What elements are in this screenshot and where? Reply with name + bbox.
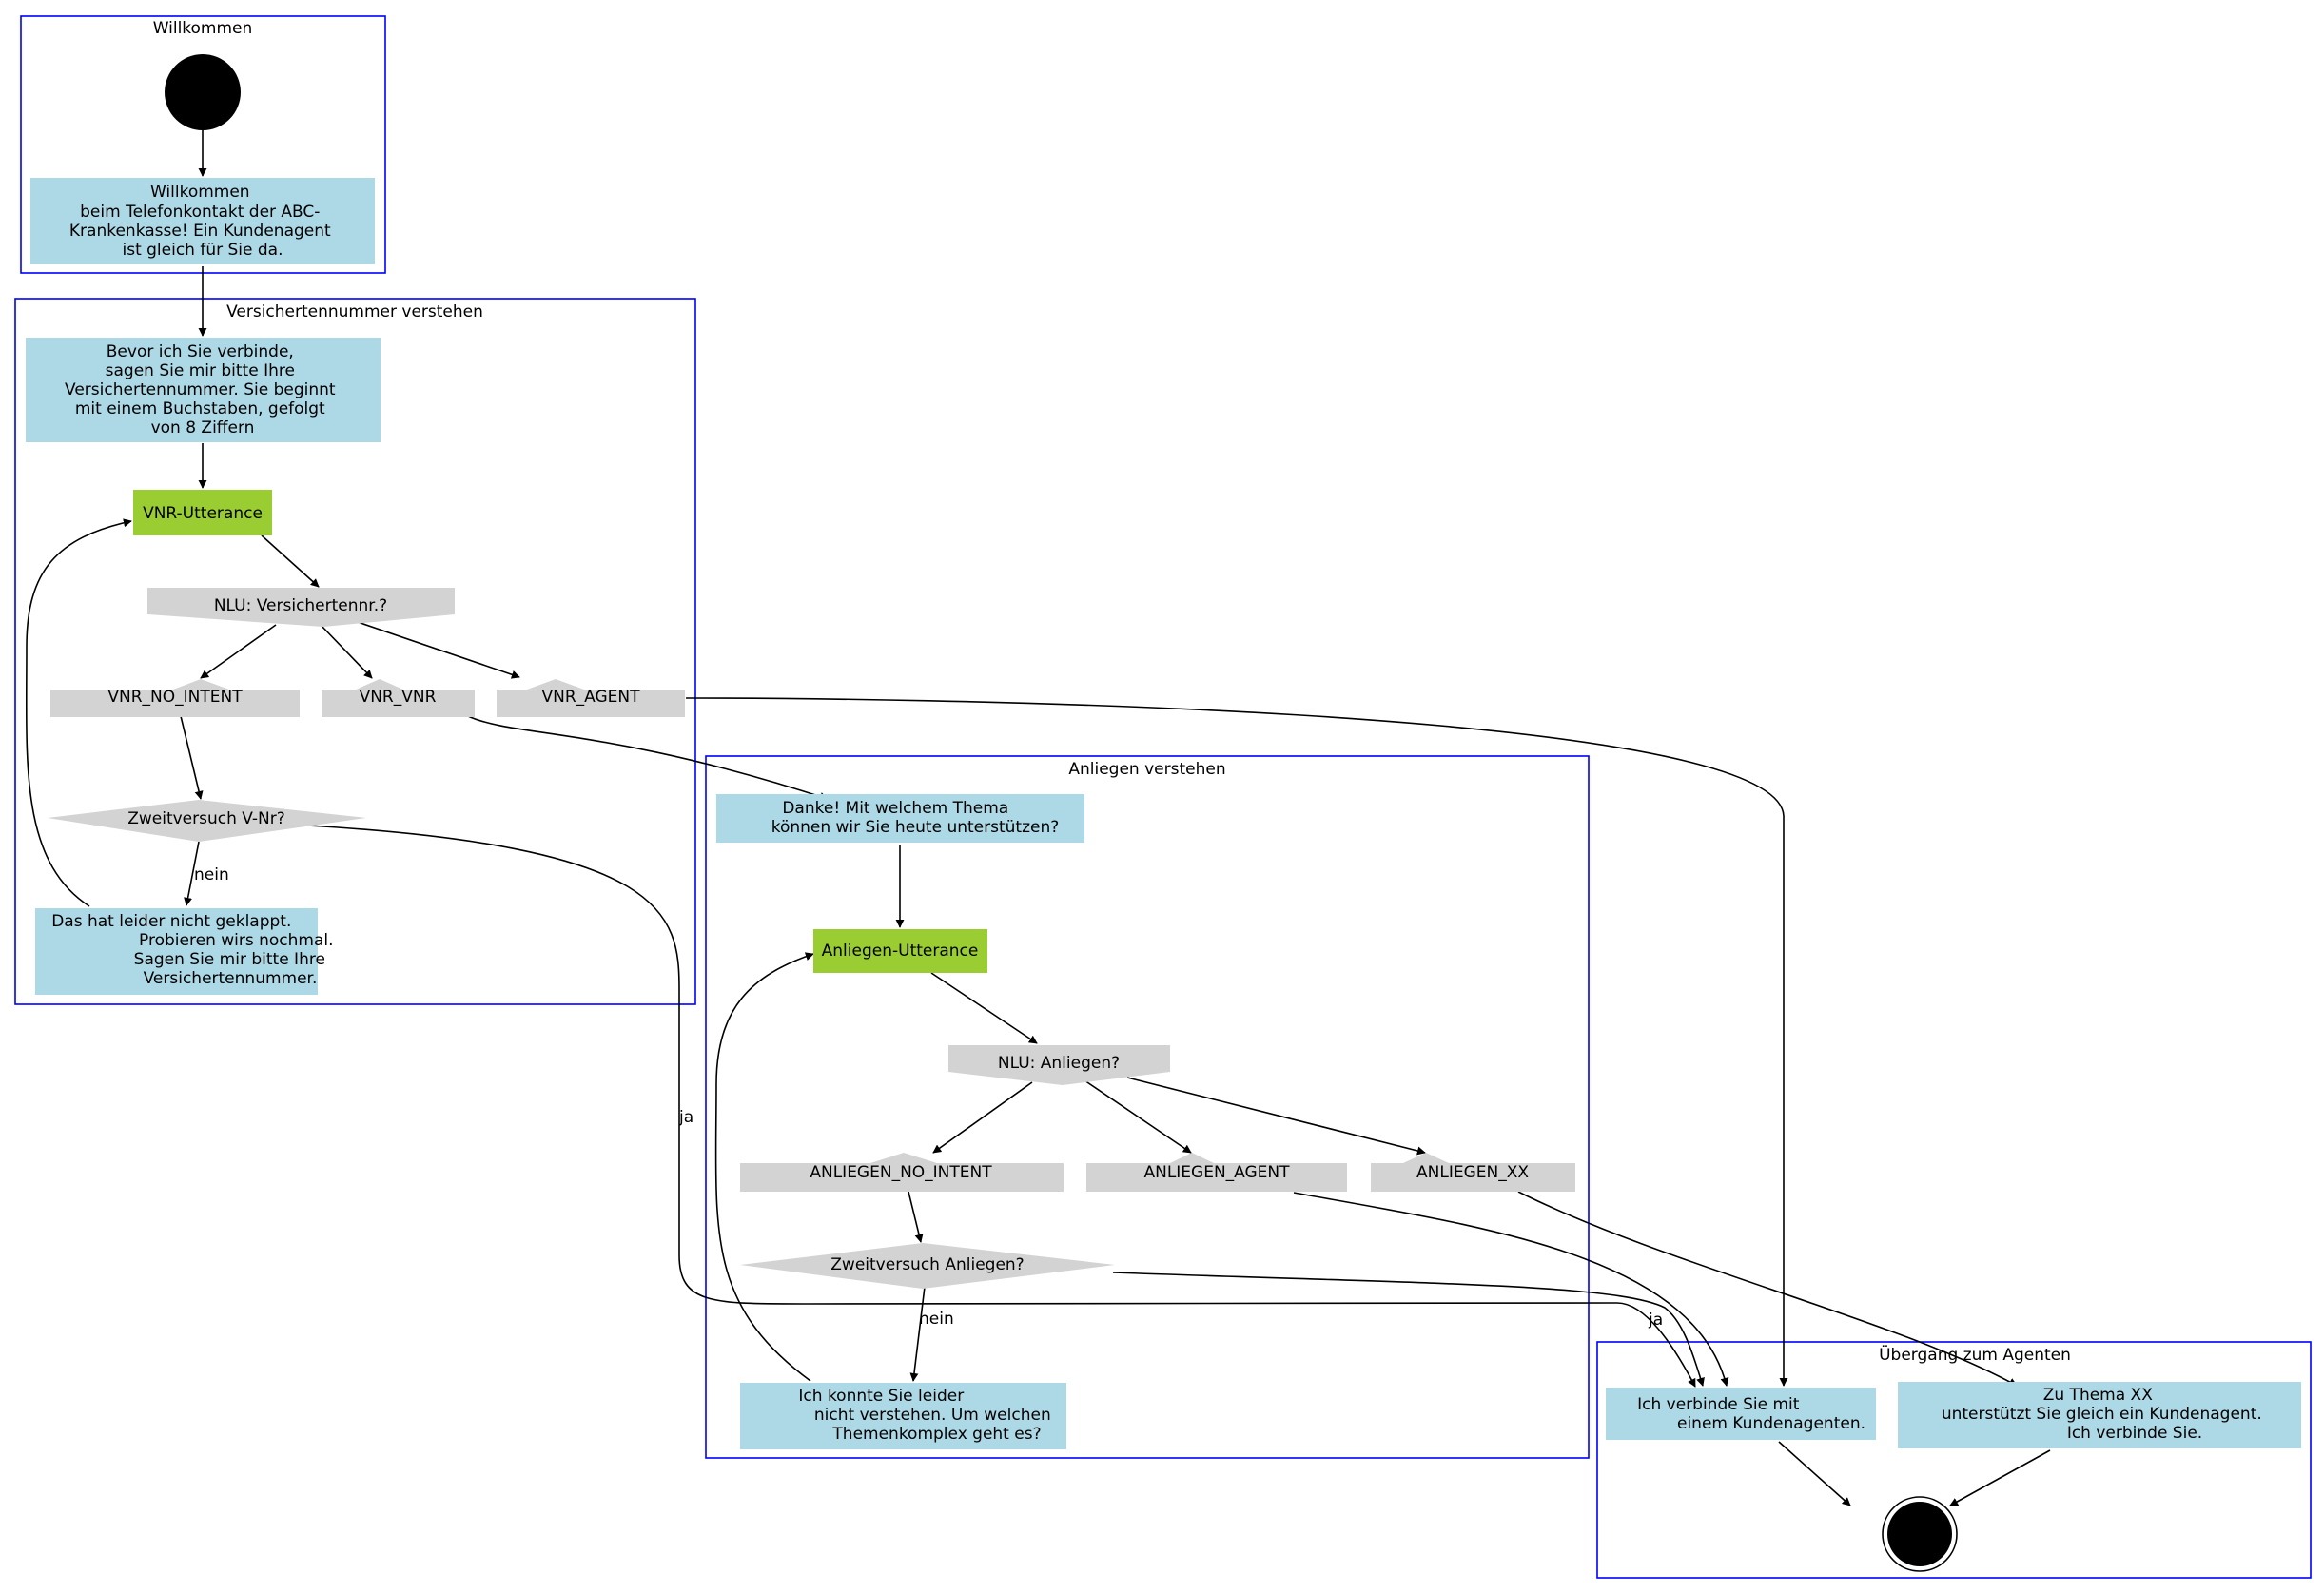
cluster-agent: Übergang zum Agenten <box>1596 1341 2312 1579</box>
start-node <box>165 54 241 130</box>
topic-line: Zu Thema XX <box>2043 1386 2153 1405</box>
svg-text:Das hat leider nicht geklappt.: Das hat leider nicht geklappt. Probieren… <box>51 912 339 988</box>
vnr-agent-node: VNR_AGENT <box>497 679 685 717</box>
vnr-utterance-node: VNR-Utterance <box>133 490 272 535</box>
edge-nlu-vnr-no-intent <box>200 624 277 679</box>
anl-prompt-line: Danke! Mit welchem Thema <box>782 799 1008 818</box>
edge-retry-nein-fail <box>184 841 200 906</box>
connect-agent-node: Ich verbinde Sie mit einem Kundenagenten… <box>1606 1388 1876 1440</box>
edge-anl-agent-connect <box>1293 1192 1729 1387</box>
edge-anl-xx-topic <box>1517 1191 2018 1387</box>
anl-no-intent-node: ANLIEGEN_NO_INTENT <box>740 1153 1064 1192</box>
vnr-prompt-line: Versichertennummer. Sie beginnt <box>65 380 336 399</box>
vnr-prompt-line: von 8 Ziffern <box>151 418 255 437</box>
edge-topic-end <box>1949 1449 2051 1506</box>
edges <box>25 129 2051 1506</box>
vnr-utterance-label: VNR-Utterance <box>143 504 263 523</box>
topic-line: Ich verbinde Sie. <box>2067 1424 2202 1443</box>
welcome-message-node: Willkommen beim Telefonkontakt der ABC- … <box>30 178 375 264</box>
connect-line: Ich verbinde Sie mit <box>1637 1395 1800 1414</box>
vnr-prompt-line: mit einem Buchstaben, gefolgt <box>75 399 325 418</box>
cluster-versichertennummer-title: Versichertennummer verstehen <box>226 302 483 321</box>
cluster-anliegen: Anliegen verstehen <box>705 755 1590 1459</box>
anl-prompt-line: können wir Sie heute unterstützen? <box>771 818 1060 837</box>
edge-nlu-vnr-agent <box>351 619 520 679</box>
cluster-anliegen-title: Anliegen verstehen <box>1068 760 1225 779</box>
vnr-retry-label: Zweitversuch V-Nr? <box>127 809 285 828</box>
svg-text:Zu Thema XX unterstützt: Zu Thema XX unterstützt Sie gleich ein K… <box>1942 1386 2267 1443</box>
anl-agent-label: ANLIEGEN_AGENT <box>1143 1163 1290 1182</box>
vnr-agent-label: VNR_AGENT <box>541 688 640 707</box>
edge-anl-retry-ja-connect <box>1112 1272 1705 1387</box>
anl-xx-label: ANLIEGEN_XX <box>1416 1163 1529 1182</box>
anl-fail-line: nicht verstehen. Um welchen <box>814 1406 1051 1425</box>
edge-vnr-retry-ja-connect <box>306 825 1696 1388</box>
anl-no-intent-label: ANLIEGEN_NO_INTENT <box>810 1163 992 1182</box>
anl-fail-line: Ich konnte Sie leider <box>798 1387 964 1406</box>
edge-vnr-vnr-anliegen <box>467 715 829 801</box>
nlu-anl-label: NLU: Anliegen? <box>998 1054 1120 1073</box>
edge-anl-retry-nein-fail <box>909 1286 926 1382</box>
vnr-retry-decision-node: Zweitversuch V-Nr? <box>48 800 366 842</box>
edge-nlu-anl-agent <box>1084 1079 1192 1154</box>
welcome-line: Willkommen <box>150 183 250 202</box>
anl-utterance-node: Anliegen-Utterance <box>813 929 987 973</box>
anl-agent-node: ANLIEGEN_AGENT <box>1086 1153 1347 1192</box>
vnr-fail-message-node: Das hat leider nicht geklappt. Probieren… <box>35 908 339 995</box>
topic-xx-node: Zu Thema XX unterstützt Sie gleich ein K… <box>1898 1382 2301 1448</box>
edge-nlu-vnr-vnr <box>320 624 373 679</box>
topic-line: unterstützt Sie gleich ein Kundenagent. <box>1942 1405 2262 1424</box>
edge-anl-fail-loop <box>714 952 814 1382</box>
anl-prompt-node: Danke! Mit welchem Thema können wir Sie … <box>716 794 1084 843</box>
vnr-fail-line: Sagen Sie mir bitte Ihre <box>134 950 325 969</box>
end-node <box>1882 1496 1958 1572</box>
anl-retry-decision-node: Zweitversuch Anliegen? <box>740 1243 1115 1289</box>
anl-fail-line: Themenkomplex geht es? <box>831 1425 1041 1444</box>
vnr-fail-line: Versichertennummer. <box>144 969 318 988</box>
nlu-vnr-node: NLU: Versichertennr.? <box>147 588 455 627</box>
vnr-prompt-line: sagen Sie mir bitte Ihre <box>106 361 295 380</box>
vnr-fail-line: Probieren wirs nochmal. <box>139 931 333 950</box>
edge-no-intent-retry <box>180 715 204 800</box>
edge-label-anl-nein: nein <box>919 1310 954 1329</box>
welcome-line: ist gleich für Sie da. <box>122 241 283 260</box>
vnr-vnr-node: VNR_VNR <box>322 679 475 717</box>
svg-text:Ich verbinde Sie mit ein: Ich verbinde Sie mit einem Kundenagenten… <box>1637 1395 1865 1433</box>
edge-vnr-agent-connect <box>685 697 1788 1387</box>
anl-fail-message-node: Ich konnte Sie leider nicht verstehen. U… <box>740 1383 1066 1449</box>
nlu-anl-node: NLU: Anliegen? <box>948 1045 1170 1085</box>
edge-connect-end <box>1778 1441 1851 1506</box>
svg-text:Bevor ich Sie verbinde,: Bevor ich Sie verbinde, sagen Sie mir bi… <box>65 342 341 437</box>
connect-line: einem Kundenagenten. <box>1677 1414 1865 1433</box>
welcome-line: Krankenkasse! Ein Kundenagent <box>69 222 331 241</box>
cluster-versichertennummer: Versichertennummer verstehen <box>14 298 696 1005</box>
anl-xx-node: ANLIEGEN_XX <box>1371 1153 1575 1192</box>
svg-text:Ich konnte Sie leider ni: Ich konnte Sie leider nicht verstehen. U… <box>798 1387 1056 1444</box>
svg-text:Willkommen beim Telefonk: Willkommen beim Telefonkontakt der ABC- … <box>69 183 336 260</box>
vnr-vnr-label: VNR_VNR <box>360 688 437 707</box>
svg-text:Danke! Mit welchem Thema: Danke! Mit welchem Thema können wir Sie … <box>771 799 1060 837</box>
vnr-prompt-node: Bevor ich Sie verbinde, sagen Sie mir bi… <box>26 338 381 442</box>
edge-label-vnr-nein: nein <box>194 865 229 884</box>
edge-vnr-fail-loop <box>25 518 132 907</box>
anl-utterance-label: Anliegen-Utterance <box>822 942 979 961</box>
welcome-line: beim Telefonkontakt der ABC- <box>80 203 320 222</box>
edge-label-anl-ja: ja <box>1648 1311 1663 1330</box>
vnr-no-intent-node: VNR_NO_INTENT <box>50 679 300 717</box>
vnr-prompt-line: Bevor ich Sie verbinde, <box>107 342 294 361</box>
edge-utterance-nlu-vnr <box>261 534 320 588</box>
edge-anl-utterance-nlu <box>930 972 1038 1044</box>
nlu-vnr-label: NLU: Versichertennr.? <box>214 596 387 615</box>
cluster-willkommen-title: Willkommen <box>153 19 253 38</box>
anl-retry-label: Zweitversuch Anliegen? <box>830 1255 1024 1274</box>
edge-anl-no-intent-retry <box>908 1191 924 1243</box>
edge-nlu-anl-xx <box>1126 1077 1426 1156</box>
cluster-agent-title: Übergang zum Agenten <box>1879 1344 2071 1365</box>
vnr-no-intent-label: VNR_NO_INTENT <box>107 688 243 707</box>
edge-nlu-anl-no-intent <box>932 1081 1033 1154</box>
vnr-fail-line: Das hat leider nicht geklappt. <box>51 912 291 931</box>
edge-label-vnr-ja: ja <box>678 1108 693 1127</box>
